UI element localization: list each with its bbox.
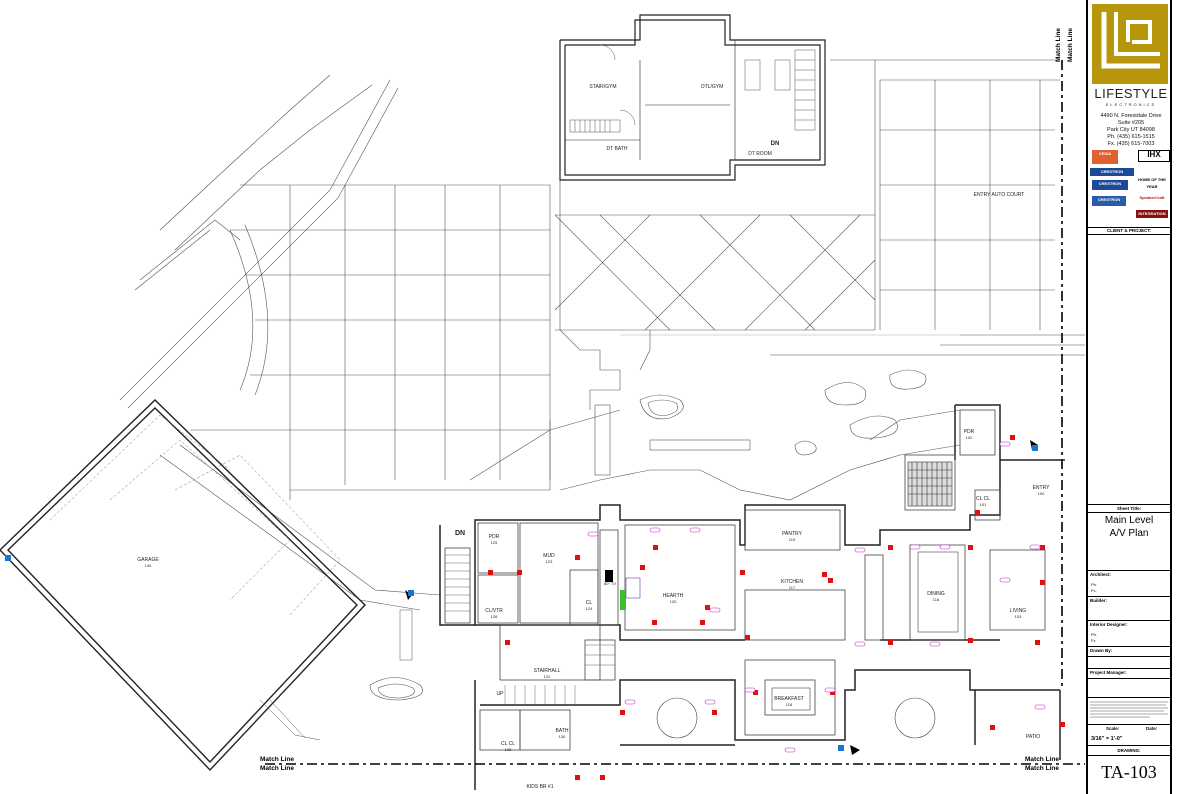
room-number: 123 [546, 559, 553, 564]
room-label-hearth: HEARTH [663, 593, 684, 599]
room-label-stair-gym: STAIR/GYM [589, 84, 616, 90]
client-project-label: CLIENT & PROJECT: [1106, 228, 1152, 233]
brand-subtitle: ELECTRONICS [1105, 102, 1157, 107]
room-number: 117 [789, 585, 796, 590]
room-label-entry: ENTRY [1033, 485, 1051, 491]
partner-logo-crestron: CRESTRON [1090, 168, 1134, 176]
room-label-cl-cl: CL CL [501, 741, 515, 747]
floor-plan-drawing: STAIRHALL122MUD123PDR125CL124CL/VTR126HE… [0, 14, 1085, 790]
room-number: 128 [505, 747, 512, 752]
drawing-number: TA-103 [1101, 762, 1157, 782]
interior-designer-phone: Ph. [1091, 632, 1098, 637]
drawn-by-label: Drawn By: [1090, 648, 1113, 653]
room-label-breakfast: BREAKFAST [774, 696, 803, 702]
room-number: 125 [491, 540, 498, 545]
partner-logo-cedia: CEDIA [1092, 150, 1118, 164]
room-number: 119 [789, 537, 796, 542]
room-label-kids-br-1: KIDS BR #1 [527, 784, 554, 790]
interior-designer-label: Interior Designer: [1090, 622, 1128, 627]
match-line-label-bottom-right-2: Match Line [1025, 765, 1059, 772]
room-label-garage: GARAGE [137, 557, 159, 563]
room-label-dining: DINING [927, 591, 945, 597]
address-line-2: Suite #205 [1117, 120, 1145, 126]
room-number: 122 [544, 674, 551, 679]
room-label-otl-gym: OTL/GYM [701, 84, 724, 90]
scale-label: Scale: [1106, 726, 1120, 731]
room-number: 124 [586, 606, 593, 611]
partner-logo-crestron-2: CRESTRON [1092, 180, 1128, 190]
room-label-dt-room: DT ROOM [748, 151, 772, 157]
room-number: 118 [786, 702, 793, 707]
sheet-title-line-2: A/V Plan [1109, 528, 1149, 539]
architect-phone: Ph. [1091, 582, 1098, 587]
room-label-dt-bath: DT BATH [607, 146, 628, 152]
partner-logos: CEDIA IHX CRESTRON HOME OF THE YEAR CRES… [1090, 150, 1170, 226]
tv-label: 80" TV [604, 581, 616, 586]
disclaimer-text [1090, 700, 1168, 720]
room-label-pdr: PDR [489, 534, 500, 540]
phone-line: Ph. (435) 615-1515 [1107, 134, 1155, 140]
room-label-pdr: PDR [964, 429, 975, 435]
partner-logo-speakercraft: SpeakerCraft [1136, 194, 1168, 202]
address-line-3: Park City UT 84098 [1107, 127, 1155, 133]
room-label-mud: MUD [543, 553, 555, 559]
project-manager-label: Project Manager: [1090, 670, 1127, 675]
room-label-cl-vtr: CL/VTR [485, 608, 503, 614]
sheet-title: Main Level A/V Plan [1088, 514, 1170, 540]
sheet-title-label: Sheet Title: [1116, 506, 1142, 511]
room-label-cl-cl: CL CL [976, 496, 990, 502]
stair-up-label: UP [497, 691, 505, 697]
room-label-entry-auto-court: ENTRY AUTO COURT [974, 192, 1025, 198]
stair-down-label-upper: DN [771, 141, 780, 147]
architect-fax: Fx. [1091, 588, 1097, 593]
disclaimer-lines [1090, 701, 1168, 718]
company-logo [1092, 4, 1168, 84]
brand-name: LIFESTYLE [1094, 86, 1168, 101]
date-label: Date: [1146, 726, 1158, 731]
scale-value: 3/16" = 1'-0" [1091, 736, 1123, 742]
partner-logo-crestron-3: CRESTRON [1092, 196, 1126, 206]
match-line-label-bottom-left-2: Match Line [260, 765, 294, 772]
partner-logo-integration: INTEGRATION [1136, 210, 1168, 218]
lifestyle-logo-mark [1101, 12, 1160, 69]
room-label-stairhall: STAIRHALL [534, 668, 561, 674]
partner-logo-ihx: IHX [1138, 150, 1170, 162]
drawing-label: DRAWING: [1117, 748, 1141, 753]
fax-line: Fx. (435) 615-7003 [1107, 141, 1155, 147]
address-line-1: 4490 N. Forestdale Drive [1100, 113, 1162, 119]
builder-label: Builder: [1090, 598, 1108, 603]
interior-designer-fax: Fx. [1091, 638, 1097, 643]
sheet-title-line-1: Main Level [1104, 515, 1154, 526]
room-label-bath: BATH [556, 728, 569, 734]
room-number: 116 [933, 597, 940, 602]
room-number: 140 [145, 563, 152, 568]
match-line-label-bottom-right: Match Line [1025, 756, 1059, 763]
room-label-pantry: PANTRY [782, 531, 802, 537]
room-number: 101 [980, 502, 987, 507]
room-number: 130 [559, 734, 566, 739]
title-block: LIFESTYLE ELECTRONICS 4490 N. Forestdale… [1086, 0, 1172, 794]
match-line-label-right-2: Match Line [1067, 28, 1074, 62]
room-label-patio: PATIO [1026, 734, 1040, 740]
room-number: 126 [491, 614, 498, 619]
stair-down-label: DN [455, 530, 465, 537]
room-number: 102 [966, 435, 973, 440]
room-label-cl: CL [586, 600, 593, 606]
room-number: 100 [1038, 491, 1045, 496]
room-label-living: LIVING [1010, 608, 1027, 614]
room-labels: STAIRHALL122MUD123PDR125CL124CL/VTR126HE… [137, 84, 1050, 790]
match-line-label-bottom-left: Match Line [260, 756, 294, 763]
match-line-label-right: Match Line [1055, 28, 1062, 62]
room-number: 120 [670, 599, 677, 604]
room-label-kitchen: KITCHEN [781, 579, 803, 585]
room-number: 103 [1015, 614, 1022, 619]
architect-label: Architect: [1090, 572, 1112, 577]
partner-logo-home-of-year: HOME OF THE YEAR [1136, 176, 1168, 190]
